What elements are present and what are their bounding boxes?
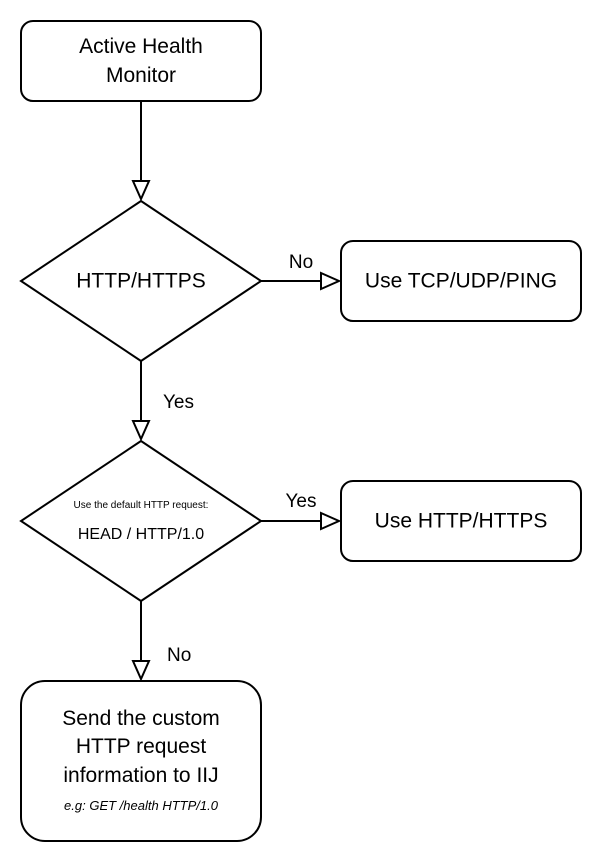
decision-default-label: HEAD / HTTP/1.0 [78, 526, 204, 543]
edge-start-to-protocol [131, 101, 151, 202]
edge-protocol-no: No [261, 252, 342, 291]
edge-label-no: No [167, 645, 191, 666]
node-use-http-https: Use HTTP/HTTPS [340, 480, 582, 562]
arrowhead-right-icon [320, 271, 342, 291]
node-title-line-1: Active Health [79, 35, 203, 58]
decision-protocol: HTTP/HTTPS [19, 199, 263, 363]
edge-protocol-yes: Yes [131, 361, 194, 442]
node-send-custom-request: Send the custom HTTP request information… [20, 680, 262, 842]
node-title-line-2: Monitor [106, 64, 176, 87]
edge-default-no: No [131, 601, 191, 682]
arrowhead-down-icon [131, 180, 151, 202]
node-http-label: Use HTTP/HTTPS [375, 510, 548, 533]
edge-default-yes: Yes [261, 491, 342, 531]
decision-default-request: Use the default HTTP request: HEAD / HTT… [19, 439, 263, 603]
decision-protocol-label: HTTP/HTTPS [76, 270, 206, 293]
arrowhead-down-icon [131, 420, 151, 442]
node-use-tcp-udp-ping: Use TCP/UDP/PING [340, 240, 582, 322]
node-tcp-label: Use TCP/UDP/PING [365, 270, 557, 293]
edge-label-yes: Yes [286, 491, 317, 512]
edge-label-yes: Yes [163, 392, 194, 413]
decision-default-small-label: Use the default HTTP request: [74, 500, 209, 511]
node-active-health-monitor: Active Health Monitor [20, 20, 262, 102]
arrowhead-right-icon [320, 511, 342, 531]
node-custom-line-2: HTTP request [76, 735, 206, 758]
arrowhead-down-icon [131, 660, 151, 682]
node-custom-line-3: information to IIJ [63, 764, 218, 787]
node-custom-example: e.g: GET /health HTTP/1.0 [64, 798, 219, 813]
node-custom-line-1: Send the custom [62, 707, 220, 730]
edge-label-no: No [289, 252, 313, 273]
